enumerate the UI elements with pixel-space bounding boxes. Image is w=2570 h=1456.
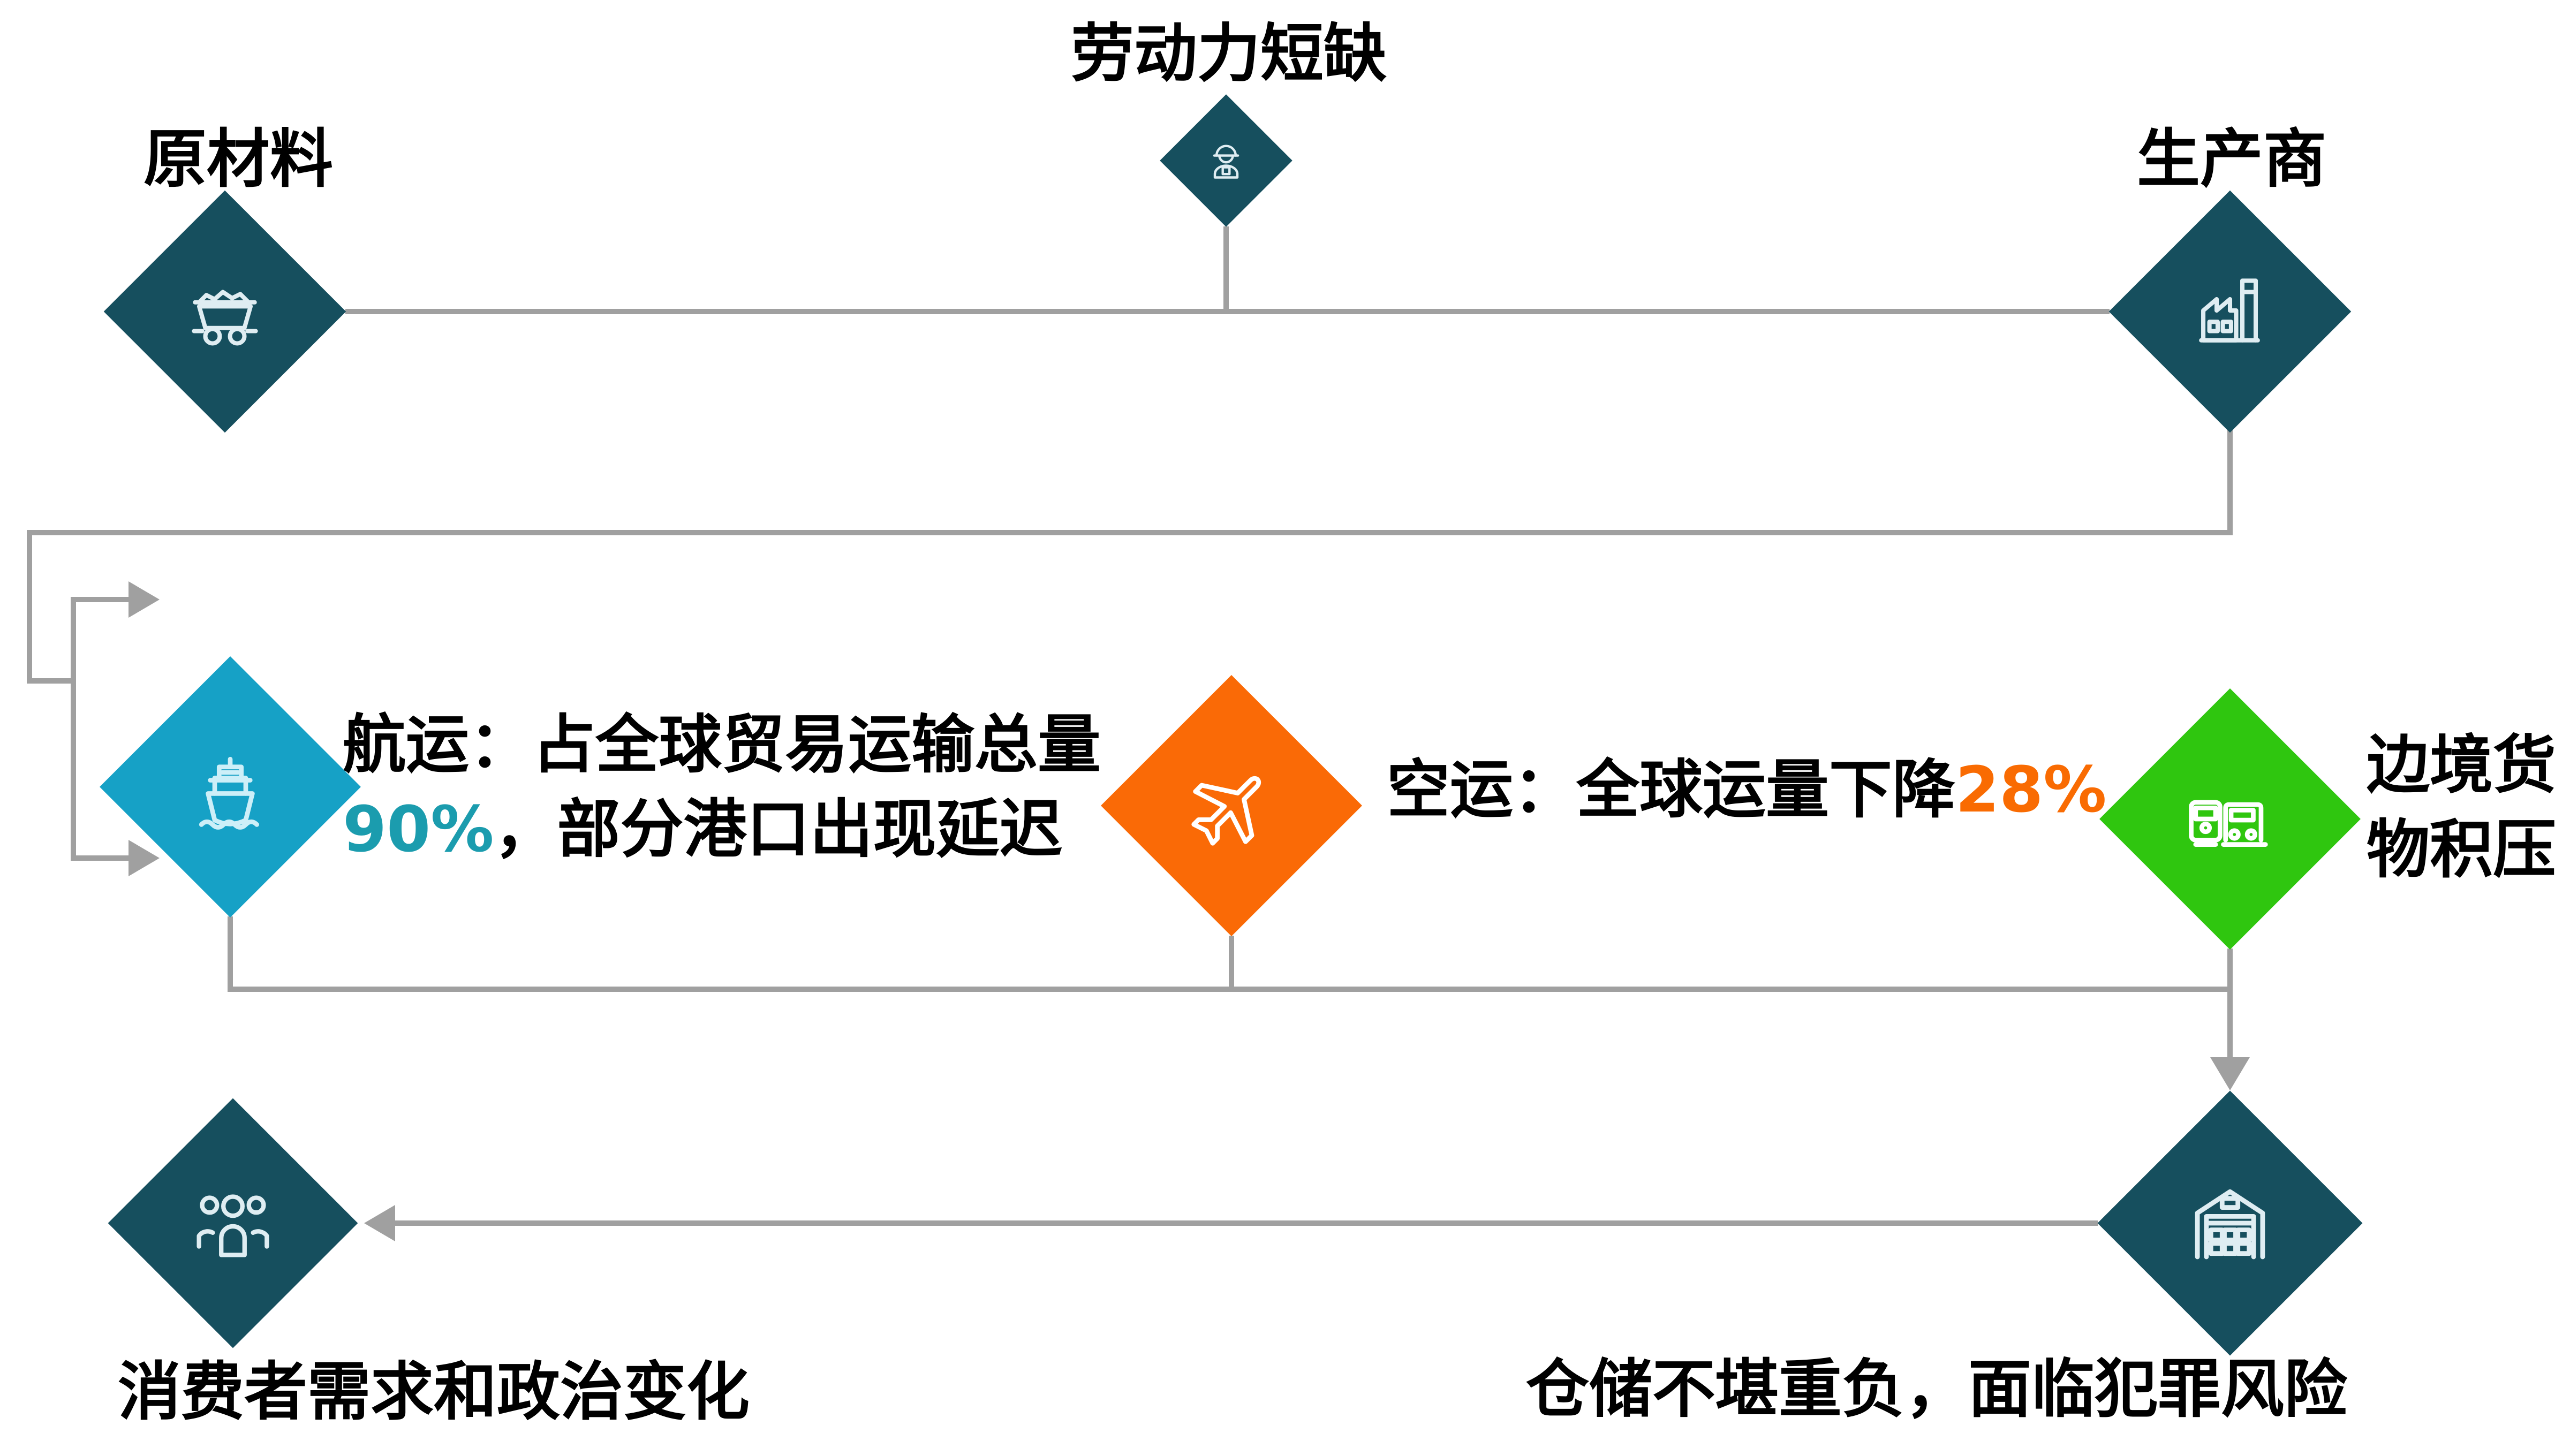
node-warehouse [2097,1090,2363,1356]
connector-border-down [2227,949,2233,1058]
shipping-value: 90% [343,792,494,866]
connector-labor-down [1223,226,1229,312]
arrowhead-to-shipping-top [128,581,160,618]
node-labor-shortage [1160,94,1292,227]
label-border-backlog: 边境货 物积压 [2367,723,2556,892]
label-raw-materials: 原材料 [143,122,333,196]
node-air-freight [1101,675,1362,936]
factory-icon [2144,226,2316,397]
mine-cart-icon [139,226,311,397]
connector-left-join [27,678,75,684]
label-consumers: 消费者需求和政治变化 [118,1355,750,1429]
warehouse-icon [2136,1129,2324,1317]
node-manufacturer [2108,190,2352,433]
connector-shipping-down [228,916,233,991]
train-truck-icon [2138,727,2323,912]
shipping-text-line1: 航运：占全球贸易运输总量 [343,708,1101,782]
connector-air-down [1229,936,1234,989]
node-border-backlog [2099,688,2361,950]
border-text-line2: 物积压 [2367,813,2557,886]
label-shipping: 航运：占全球贸易运输总量 90%，部分港口出现延迟 [343,702,1101,871]
worker-icon [1180,114,1273,208]
air-value: 28% [1955,753,2107,826]
shipping-text-line2: ，部分港口出现延迟 [494,792,1063,866]
arrowhead-to-consumers [364,1205,395,1241]
arrowhead-to-shipping-bottom [128,840,160,876]
label-labor-shortage: 劳动力短缺 [1070,17,1387,90]
border-text-line1: 边境货 [2367,728,2557,802]
connector-arrow-top-line [71,597,128,602]
connector-bottom-horizontal [395,1220,2098,1226]
label-warehouse: 仓储不堪重负，面临犯罪风险 [1526,1352,2348,1426]
airplane-icon [1139,714,1324,898]
node-raw-materials [103,190,346,433]
connector-top-horizontal [345,309,2110,314]
connector-manufacturer-down [2227,429,2233,533]
air-text-prefix: 空运：全球运量下降 [1387,753,1956,826]
connector-long-horizontal [27,530,2233,535]
people-icon [145,1135,321,1311]
cargo-ship-icon [138,695,323,879]
connector-left-vertical [27,530,32,682]
label-air-freight: 空运：全球运量下降28% [1387,749,2106,830]
node-consumers [108,1098,358,1348]
node-shipping [100,656,361,917]
connector-arrow-bottom-line [71,855,128,861]
connector-bracket-vertical [71,597,76,861]
label-manufacturer: 生产商 [2136,122,2326,196]
connector-mid-horizontal [228,987,2233,992]
arrowhead-to-warehouse [2210,1057,2250,1090]
